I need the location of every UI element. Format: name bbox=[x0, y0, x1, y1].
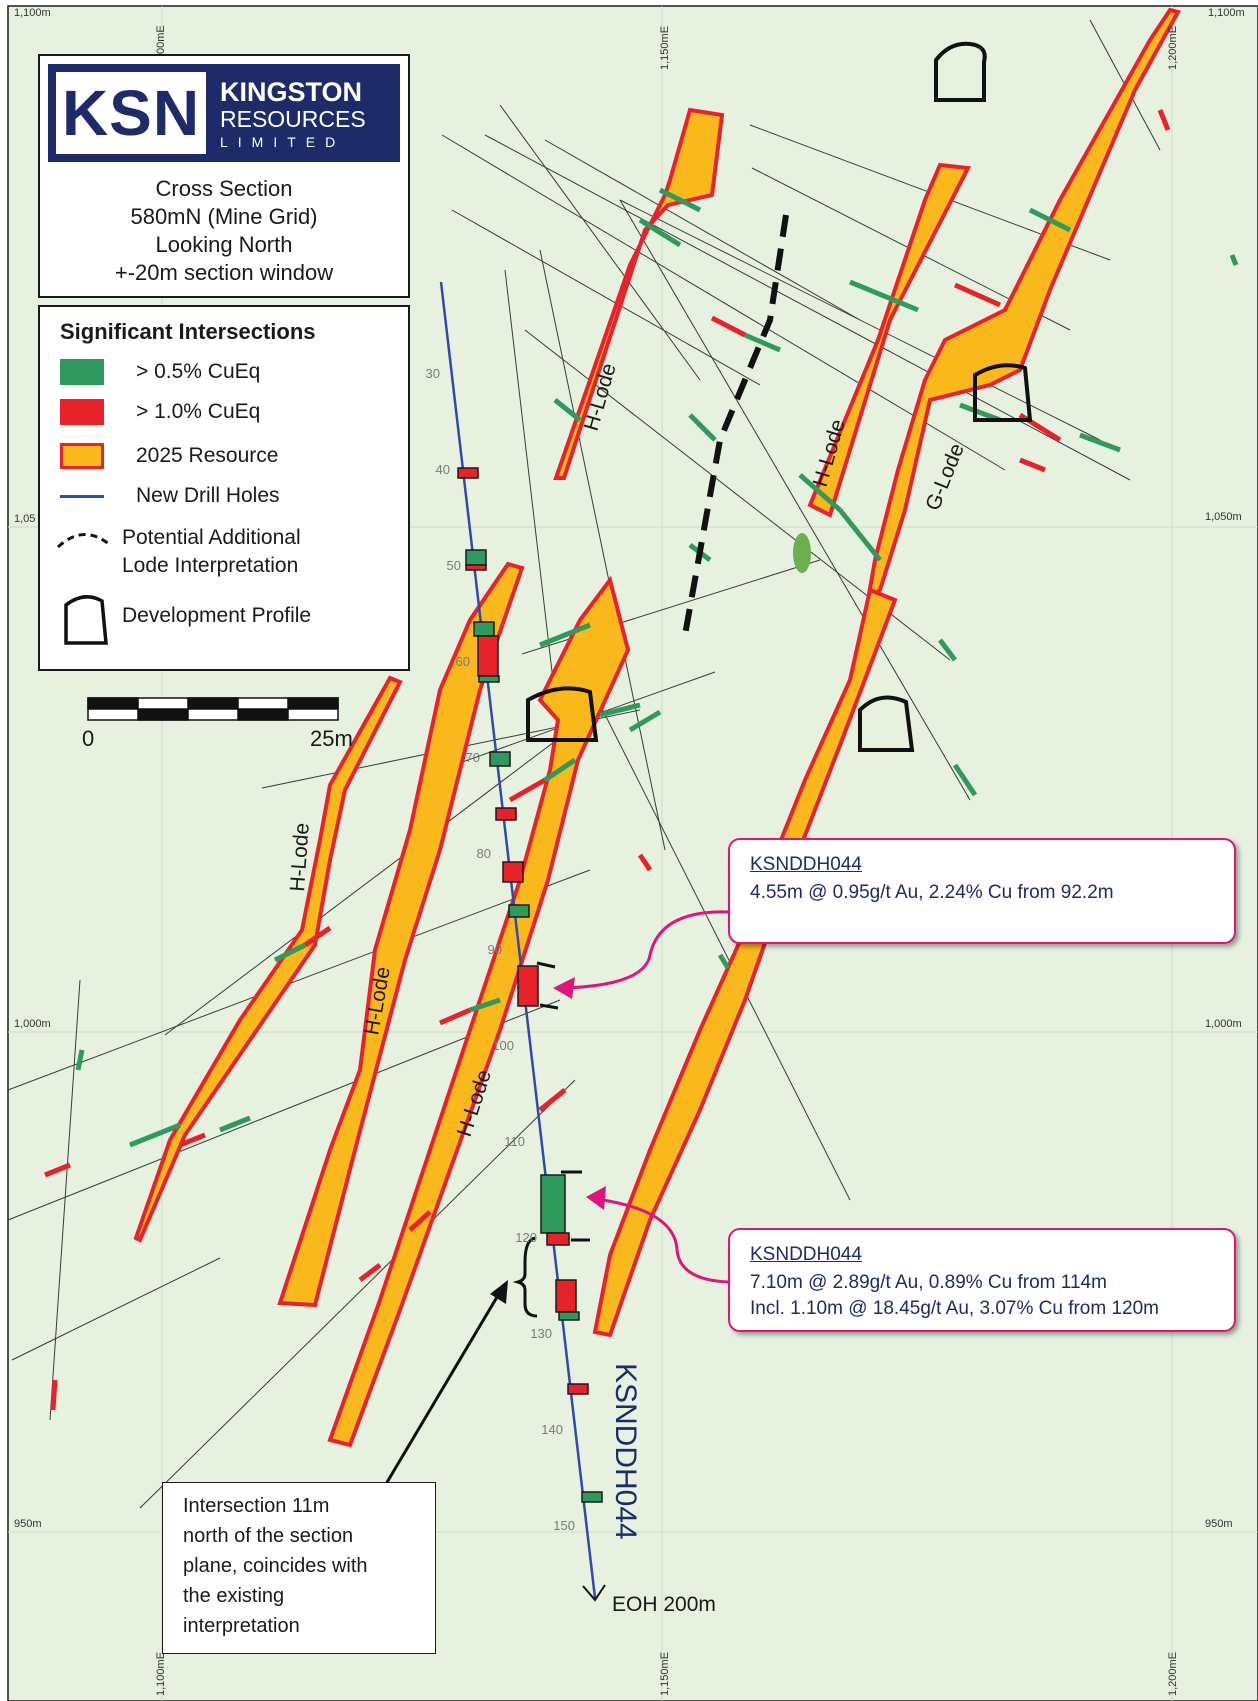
trace-intersections bbox=[44, 109, 1239, 1411]
callout-result: 4.55m @ 0.95g/t Au, 2.24% Cu from 92.2m bbox=[750, 882, 1114, 903]
arrow-head-1 bbox=[553, 977, 575, 999]
development-profile-icon bbox=[64, 595, 108, 645]
legend-item-drill-holes: New Drill Holes bbox=[40, 479, 408, 513]
legend-label-line2: Lode Interpretation bbox=[122, 554, 299, 577]
logo-initials: KSN bbox=[56, 72, 206, 154]
depth-tick-130: 130 bbox=[530, 1326, 552, 1341]
grid-label-east-top-1: 00mE bbox=[155, 25, 167, 54]
bracket bbox=[512, 1236, 538, 1318]
note-line-3: plane, coincides with bbox=[183, 1555, 368, 1577]
h-lode-center bbox=[327, 575, 631, 1448]
grid-label-north-left-2: 1,000m bbox=[14, 1018, 51, 1030]
depth-tick-60: 60 bbox=[456, 654, 470, 669]
eoh-label: EOH 200m bbox=[612, 1593, 716, 1616]
grid-label-north-right-1: 1,050m bbox=[1205, 511, 1242, 523]
grid-label-east-top-3: 1,200mE bbox=[1167, 26, 1179, 70]
grid-label-east-bottom-2: 1,150mE bbox=[659, 1652, 671, 1696]
development-profile-lower bbox=[858, 695, 915, 752]
logo-subname: RESOURCES bbox=[220, 106, 366, 132]
depth-tick-30: 30 bbox=[426, 366, 440, 381]
development-profile-center bbox=[526, 686, 599, 742]
callout-intersection-1: KSNDDH044 4.55m @ 0.95g/t Au, 2.24% Cu f… bbox=[728, 838, 1236, 944]
intersection-ticks bbox=[512, 961, 590, 1318]
legend-item-resource: 2025 Resource bbox=[40, 439, 408, 473]
dashed-line-icon bbox=[56, 533, 111, 549]
title-box: KSN KINGSTON RESOURCES LIMITED Cross Sec… bbox=[38, 54, 410, 298]
callout-arrows bbox=[564, 910, 729, 1284]
grid-label-east-top-2: 1,150mE bbox=[659, 26, 671, 70]
grid-label-north-left-1: 1,05 bbox=[14, 513, 35, 525]
title-line-4: +-20m section window bbox=[114, 260, 334, 285]
drill-hole-ksnddh044 bbox=[439, 281, 606, 1602]
development-profile-top bbox=[934, 41, 987, 102]
legend-label: > 1.0% CuEq bbox=[136, 400, 261, 423]
development-profiles bbox=[526, 41, 1033, 752]
title-line-3: Looking North bbox=[155, 232, 293, 257]
company-logo: KSN KINGSTON RESOURCES LIMITED bbox=[48, 64, 400, 162]
depth-tick-70: 70 bbox=[466, 750, 480, 765]
red-swatch-icon bbox=[60, 399, 104, 425]
green-lens bbox=[793, 533, 811, 573]
callout-result-included: Incl. 1.10m @ 18.45g/t Au, 3.07% Cu from… bbox=[750, 1298, 1160, 1319]
legend-label: > 0.5% CuEq bbox=[136, 360, 261, 383]
depth-tick-40: 40 bbox=[436, 462, 450, 477]
legend-item-red: > 1.0% CuEq bbox=[40, 395, 408, 429]
h-lode-upper-right bbox=[807, 162, 972, 518]
legend-box: Significant Intersections > 0.5% CuEq > … bbox=[38, 305, 410, 671]
grid-label-north-right-2: 1,000m bbox=[1205, 1018, 1242, 1030]
legend-label: 2025 Resource bbox=[136, 444, 279, 467]
green-swatch-icon bbox=[60, 359, 104, 385]
callout-hole-name: KSNDDH044 bbox=[750, 854, 862, 875]
arrow-head-2 bbox=[586, 1186, 606, 1210]
grid-label-top-left: 1,100m bbox=[14, 7, 51, 19]
logo-suffix: LIMITED bbox=[220, 134, 346, 150]
note-line-2: north of the section bbox=[183, 1525, 354, 1547]
h-lode-left bbox=[133, 675, 403, 1243]
drill-hole-label: KSNDDH044 bbox=[609, 1363, 642, 1540]
logo-name: KINGSTON bbox=[220, 77, 363, 107]
note-arrow bbox=[384, 1280, 508, 1485]
legend-item-development-profile: Development Profile bbox=[40, 591, 408, 651]
scale-bar bbox=[87, 697, 339, 721]
h-lode-center-left bbox=[277, 561, 525, 1308]
note-line-4: the existing bbox=[183, 1585, 285, 1607]
depth-tick-140: 140 bbox=[541, 1422, 563, 1437]
grid-label-north-right-3: 950m bbox=[1205, 1518, 1233, 1530]
depth-tick-100: 100 bbox=[492, 1038, 514, 1053]
depth-tick-80: 80 bbox=[477, 846, 491, 861]
scale-end: 25m bbox=[310, 726, 353, 751]
grid-label-east-bottom-1: 1,100mE bbox=[155, 1652, 167, 1696]
grid-label-north-left-3: 950m bbox=[14, 1518, 42, 1530]
grid-label-east-bottom-3: 1,200mE bbox=[1167, 1652, 1179, 1696]
legend-item-potential-lode: Potential Additional Lode Interpretation bbox=[40, 521, 408, 581]
callout-result: 7.10m @ 2.89g/t Au, 0.89% Cu from 114m bbox=[750, 1272, 1107, 1293]
depth-tick-90: 90 bbox=[488, 942, 502, 957]
orange-swatch-icon bbox=[60, 443, 104, 469]
scale-start: 0 bbox=[82, 726, 94, 751]
legend-item-green: > 0.5% CuEq bbox=[40, 355, 408, 389]
lode-label-h-left: H-Lode bbox=[286, 822, 314, 892]
note-box: Intersection 11m north of the section pl… bbox=[162, 1482, 436, 1654]
title-line-1: Cross Section bbox=[155, 176, 293, 201]
depth-tick-50: 50 bbox=[447, 558, 461, 573]
development-profile-g-lode bbox=[973, 363, 1033, 422]
title-line-2: 580mN (Mine Grid) bbox=[130, 204, 318, 229]
grid-label-top-right: 1,100m bbox=[1208, 7, 1245, 19]
legend-label: Development Profile bbox=[122, 604, 312, 627]
legend-label: New Drill Holes bbox=[136, 484, 280, 507]
depth-tick-110: 110 bbox=[504, 1134, 525, 1149]
callout-intersection-2: KSNDDH044 7.10m @ 2.89g/t Au, 0.89% Cu f… bbox=[728, 1228, 1236, 1332]
depth-tick-120: 120 bbox=[515, 1230, 537, 1245]
potential-lode-dashed bbox=[682, 214, 789, 636]
blue-line-icon bbox=[60, 495, 104, 498]
note-line-5: interpretation bbox=[183, 1615, 300, 1637]
note-line-1: Intersection 11m bbox=[183, 1495, 330, 1517]
legend-label: Potential Additional bbox=[122, 526, 301, 549]
depth-tick-150: 150 bbox=[553, 1518, 575, 1533]
legend-title: Significant Intersections bbox=[60, 319, 316, 344]
drill-hole-intersections bbox=[457, 467, 603, 1503]
callout-hole-name: KSNDDH044 bbox=[750, 1244, 862, 1265]
